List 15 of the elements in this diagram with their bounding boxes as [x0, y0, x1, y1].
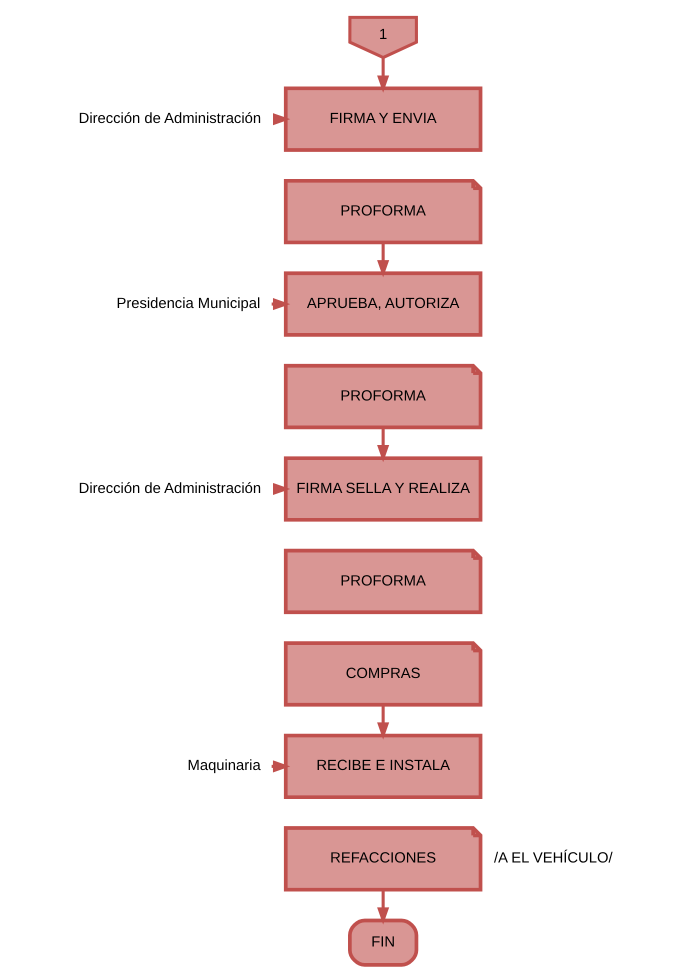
arrow [376, 58, 389, 93]
arrow [376, 890, 389, 925]
arrow [376, 242, 389, 278]
node-text: Dirección de Administración [78, 480, 261, 497]
arrow [376, 428, 389, 462]
node-text: Maquinaria [187, 758, 260, 774]
node-box: FIRMA Y ENVIA [283, 86, 482, 152]
node-box: FIN [348, 918, 418, 967]
node-box: FIRMA SELLA Y REALIZA [283, 456, 482, 522]
node-text: Presidencia Municipal [116, 296, 260, 312]
arrow [376, 705, 389, 740]
node-box: APRUEBA, AUTORIZA [283, 271, 482, 337]
node-box: RECIBE E INSTALA [283, 734, 482, 800]
node-label: /A EL VEHÍCULO/ [493, 850, 612, 867]
node-text: Dirección de Administración [78, 110, 261, 127]
